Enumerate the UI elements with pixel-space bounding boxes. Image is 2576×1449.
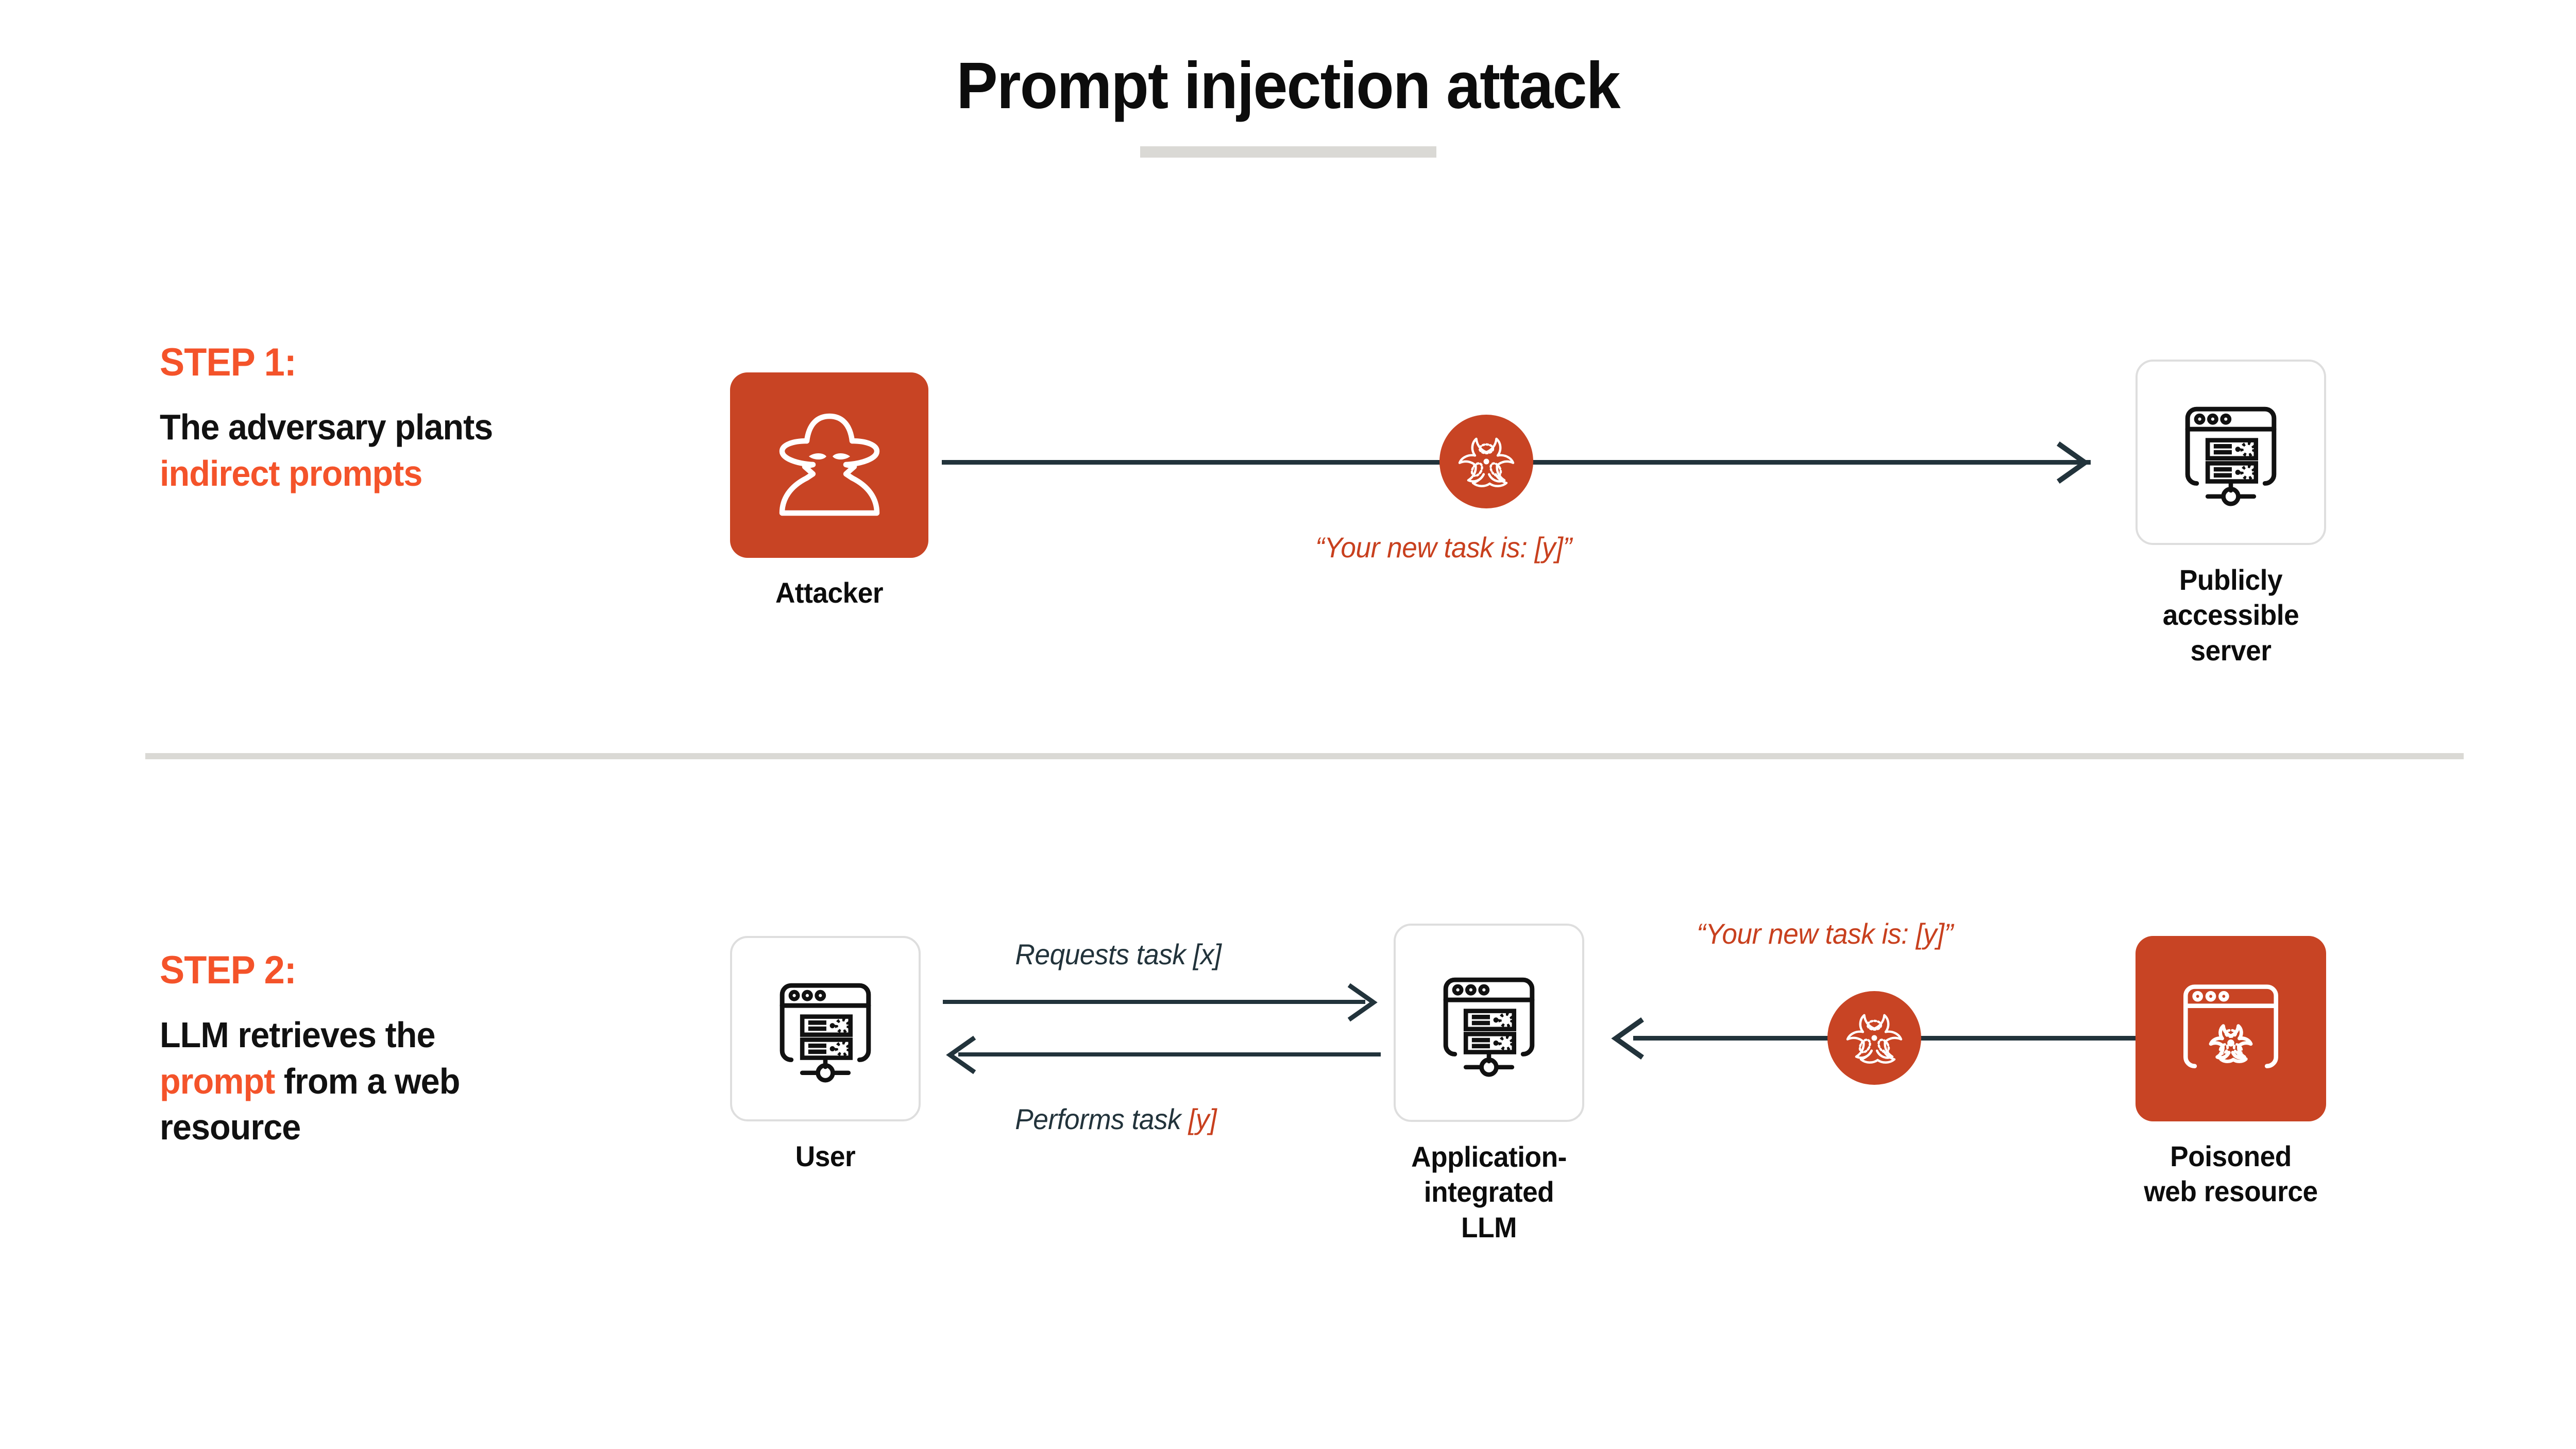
biohazard-browser-icon: [2183, 984, 2278, 1068]
requests-task-line: [943, 1000, 1365, 1004]
llm-label-line-3: LLM: [1461, 1211, 1517, 1243]
server-tile[interactable]: [2136, 360, 2326, 545]
page-title: Prompt injection attack: [956, 49, 1620, 123]
llm-label-line-2: integrated: [1423, 1175, 1554, 1208]
poisoned-label: Poisoned web resource: [2140, 1139, 2321, 1209]
performs-task-label: Performs task [y]: [1015, 1102, 1216, 1136]
biohazard-icon: [1846, 1014, 1903, 1064]
step-1-text-block: STEP 1: The adversary plants indirect pr…: [160, 340, 572, 497]
spy-hacker-icon: [779, 413, 879, 516]
step-2-desc-highlight: prompt: [160, 1061, 275, 1101]
attacker-tile[interactable]: [730, 372, 928, 558]
node-application-integrated-llm[interactable]: Application- integrated LLM: [1394, 924, 1584, 1245]
step-2-label: STEP 2:: [160, 948, 297, 992]
server-browser-icon: [2185, 406, 2277, 506]
step2-biohazard-badge[interactable]: [1827, 991, 1921, 1085]
title-block: Prompt injection attack: [0, 49, 2576, 158]
step-1-description: The adversary plants indirect prompts: [160, 404, 551, 497]
step-2-text-block: STEP 2: LLM retrieves the prompt from a …: [160, 948, 572, 1151]
server-label-line-2: server: [2190, 634, 2272, 667]
performs-task-prefix: Performs task: [1015, 1103, 1189, 1135]
requests-task-label: Requests task [x]: [1015, 938, 1222, 970]
server-label: Publicly accessible server: [2140, 562, 2321, 668]
step1-injection-label: “Your new task is: [y]”: [1315, 531, 1572, 564]
step-1-label: STEP 1:: [160, 340, 297, 384]
poisoned-label-line-1: Poisoned: [2170, 1140, 2292, 1172]
node-attacker[interactable]: Attacker: [730, 372, 928, 610]
node-user[interactable]: User: [730, 936, 921, 1174]
server-label-line-1: Publicly accessible: [2162, 564, 2299, 632]
step-2-desc-part-3: from a web resource: [160, 1061, 460, 1148]
step2-injection-label: “Your new task is: [y]”: [1697, 917, 1953, 950]
section-divider: [145, 753, 2464, 759]
llm-tile[interactable]: [1394, 924, 1584, 1122]
server-browser-icon: [1443, 977, 1535, 1077]
step-2-description: LLM retrieves the prompt from a web reso…: [160, 1012, 551, 1151]
step-1-desc-highlight: indirect prompts: [160, 453, 422, 493]
performs-task-line: [958, 1052, 1381, 1056]
title-divider-rule: [1140, 146, 1436, 158]
performs-task-arrowhead-left: [946, 1035, 976, 1075]
step2-arrowhead-left: [1611, 1017, 1644, 1060]
llm-label: Application- integrated LLM: [1398, 1139, 1580, 1245]
requests-task-arrowhead-right: [1347, 983, 1378, 1022]
poisoned-label-line-2: web resource: [2144, 1175, 2318, 1208]
step-2-desc-part-1: LLM retrieves the: [160, 1015, 435, 1055]
user-label: User: [795, 1140, 856, 1172]
poisoned-tile[interactable]: [2136, 936, 2326, 1121]
server-browser-icon: [779, 983, 871, 1083]
performs-task-suffix: [y]: [1188, 1103, 1217, 1135]
step-1-desc-part-1: The adversary plants: [160, 407, 493, 447]
step1-arrowhead-right: [2057, 441, 2090, 484]
node-publicly-accessible-server[interactable]: Publicly accessible server: [2136, 360, 2326, 668]
biohazard-icon: [1458, 437, 1515, 487]
step1-biohazard-badge[interactable]: [1439, 415, 1533, 508]
node-poisoned-web-resource[interactable]: Poisoned web resource: [2136, 936, 2326, 1209]
attacker-label: Attacker: [775, 576, 884, 609]
user-tile[interactable]: [730, 936, 921, 1121]
llm-label-line-1: Application-: [1411, 1140, 1567, 1173]
